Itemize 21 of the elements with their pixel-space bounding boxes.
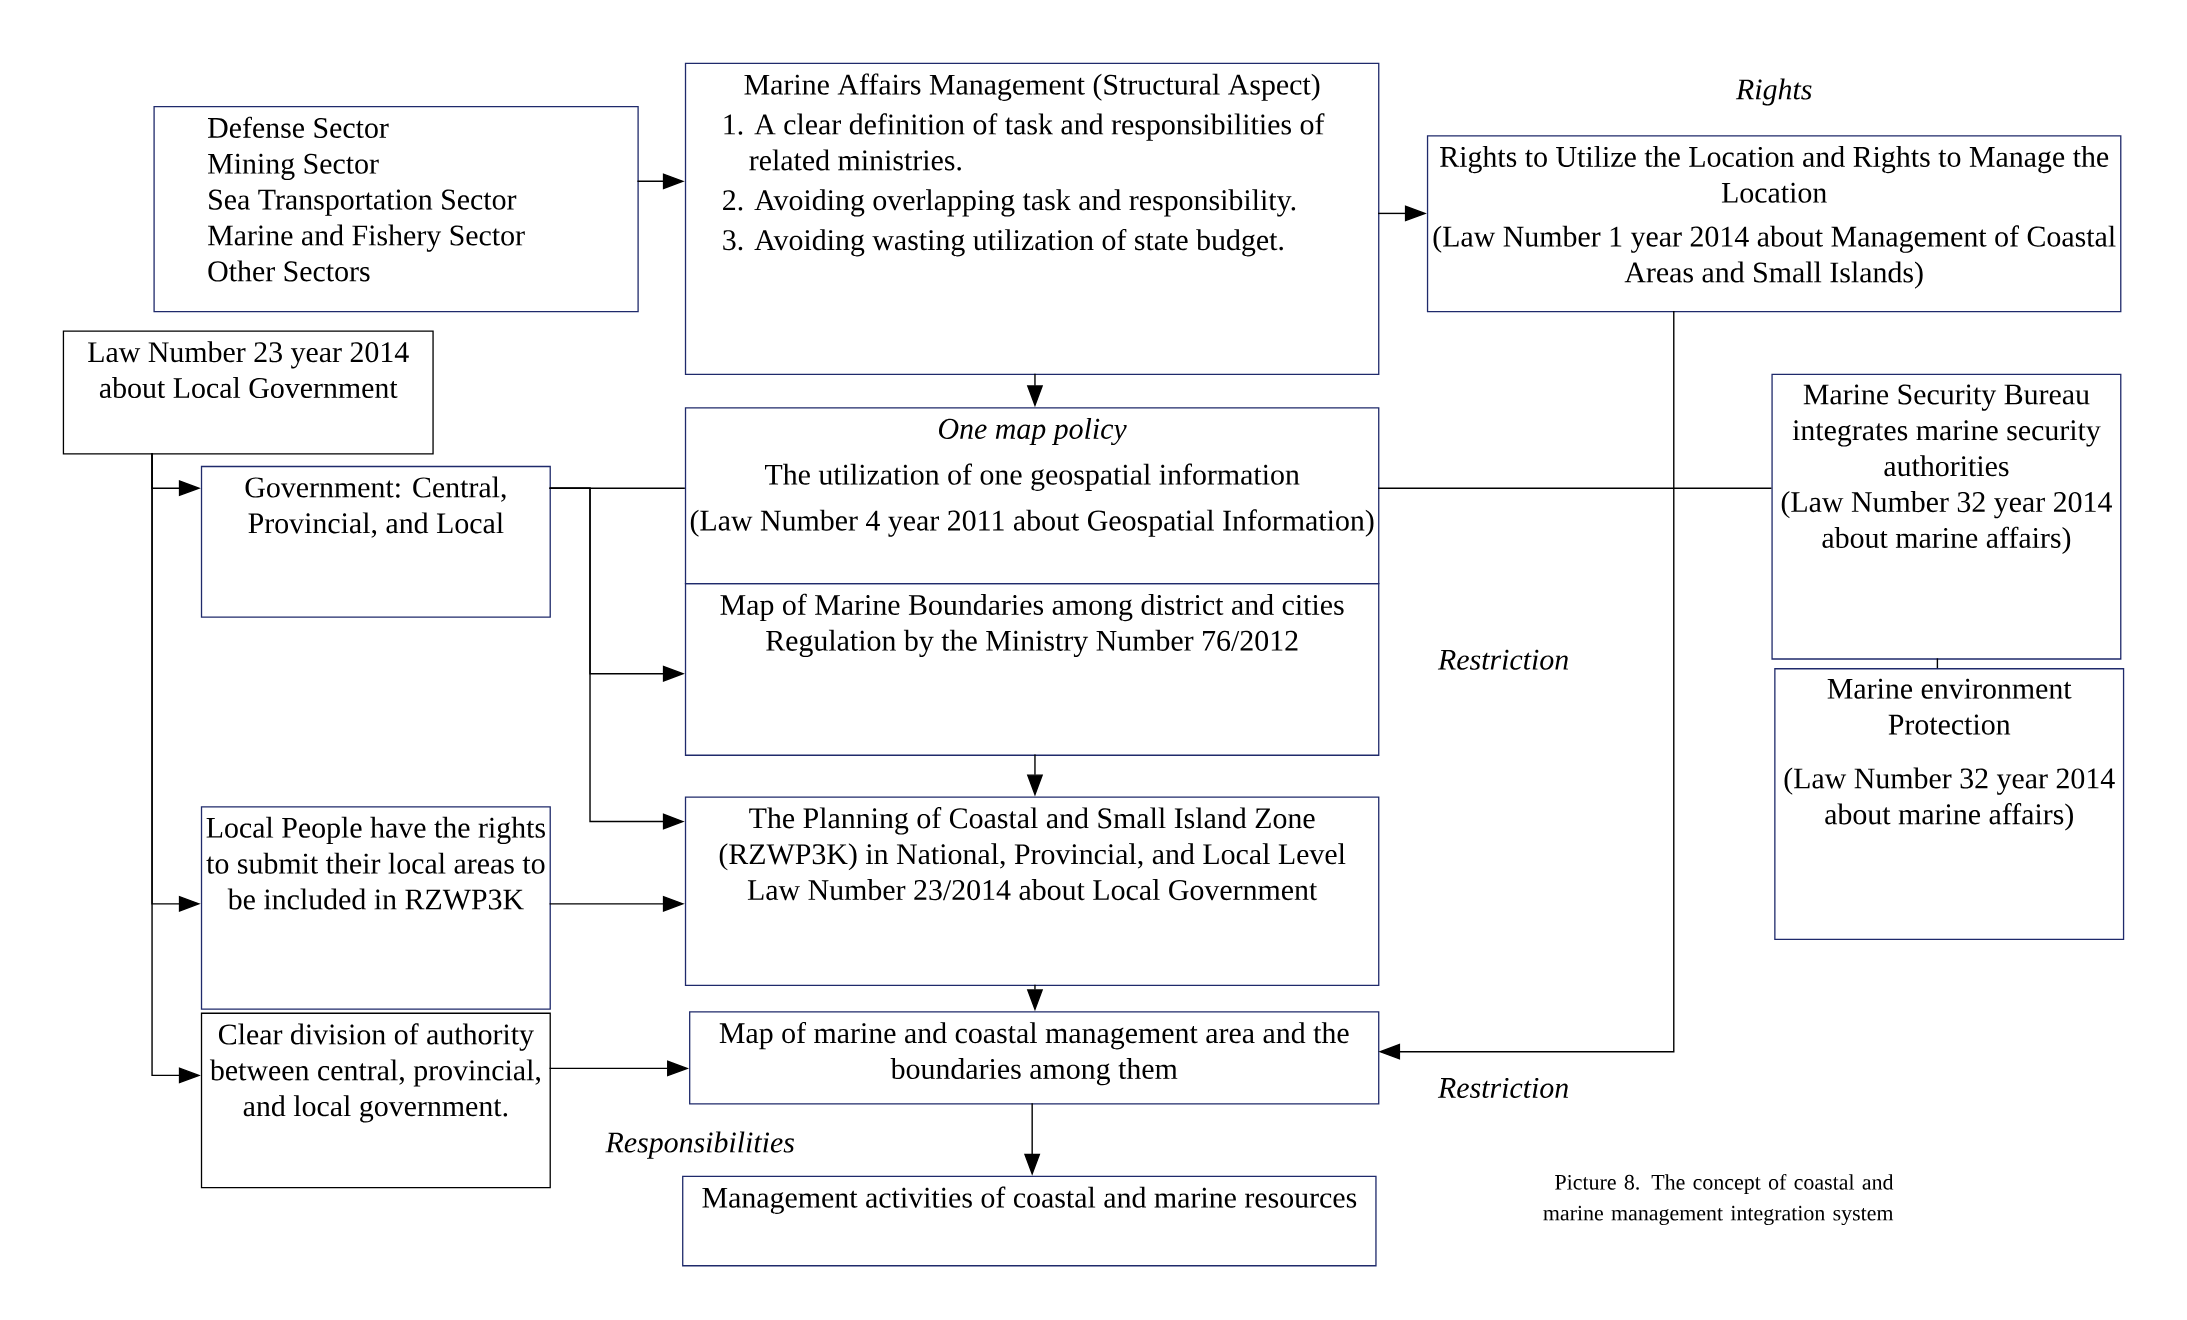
text-box: Defense Sector Mining Sector Sea Transportation Sector Marine and Fishery Sector Other Sectors: [153, 106, 639, 313]
text-box: Map of marine and coastal management area and the boundaries among them: [689, 1011, 1380, 1105]
text-box: Government: Central, Provincial, and Local: [200, 465, 551, 618]
text-box: Clear division of authority between central, provincial, and local government.: [200, 1012, 551, 1189]
text-box: The Planning of Coastal and Small Island Zone (RZWP3K) in National, Provincial, and Local Level Law Number 23/2014 about Local Government: [684, 796, 1380, 987]
annotation-label: Rights: [1735, 78, 1812, 106]
text-box: Marine Affairs Management (Structural Aspect) 1. A clear definition of task and responsibilities of related ministries. 2. Avoiding overlapping task and responsibility. 3. Avoiding wasting utilization of state budget.: [684, 62, 1380, 376]
connector-line: [1936, 657, 1939, 669]
annotation-label: Restriction: [1437, 1077, 1568, 1098]
text-box: Local People have the rights to submit their local areas to be included in RZWP3K: [200, 806, 551, 1010]
caption: Picture 8. The concept of coastal and marine management integration system: [1543, 1174, 1894, 1226]
connector-line: [1377, 487, 1773, 489]
annotation-label: Responsibilities: [605, 1131, 794, 1159]
text-box: Law Number 23 year 2014 about Local Government: [62, 330, 434, 455]
text-box: One map policy The utilization of one geospatial information (Law Number 4 year 2011 about Geospatial Information): [684, 407, 1380, 585]
text-box: Marine environment Protection (Law Number 32 year 2014 about marine affairs): [1774, 668, 2125, 940]
text-box: Rights to Utilize the Location and Rights to Manage the Location (Law Number 1 year 2014 about Management of Coastal Areas and Small Islands): [1426, 135, 2122, 313]
text-box: Management activities of coastal and marine resources: [682, 1175, 1377, 1267]
text-box: Map of Marine Boundaries among district and cities Regulation by the Ministry Number 76/2012: [684, 583, 1380, 756]
text-box: Marine Security Bureau integrates marine security authorities (Law Number 32 year 2014 about marine affairs): [1771, 373, 2122, 660]
annotation-label: Restriction: [1437, 649, 1568, 670]
